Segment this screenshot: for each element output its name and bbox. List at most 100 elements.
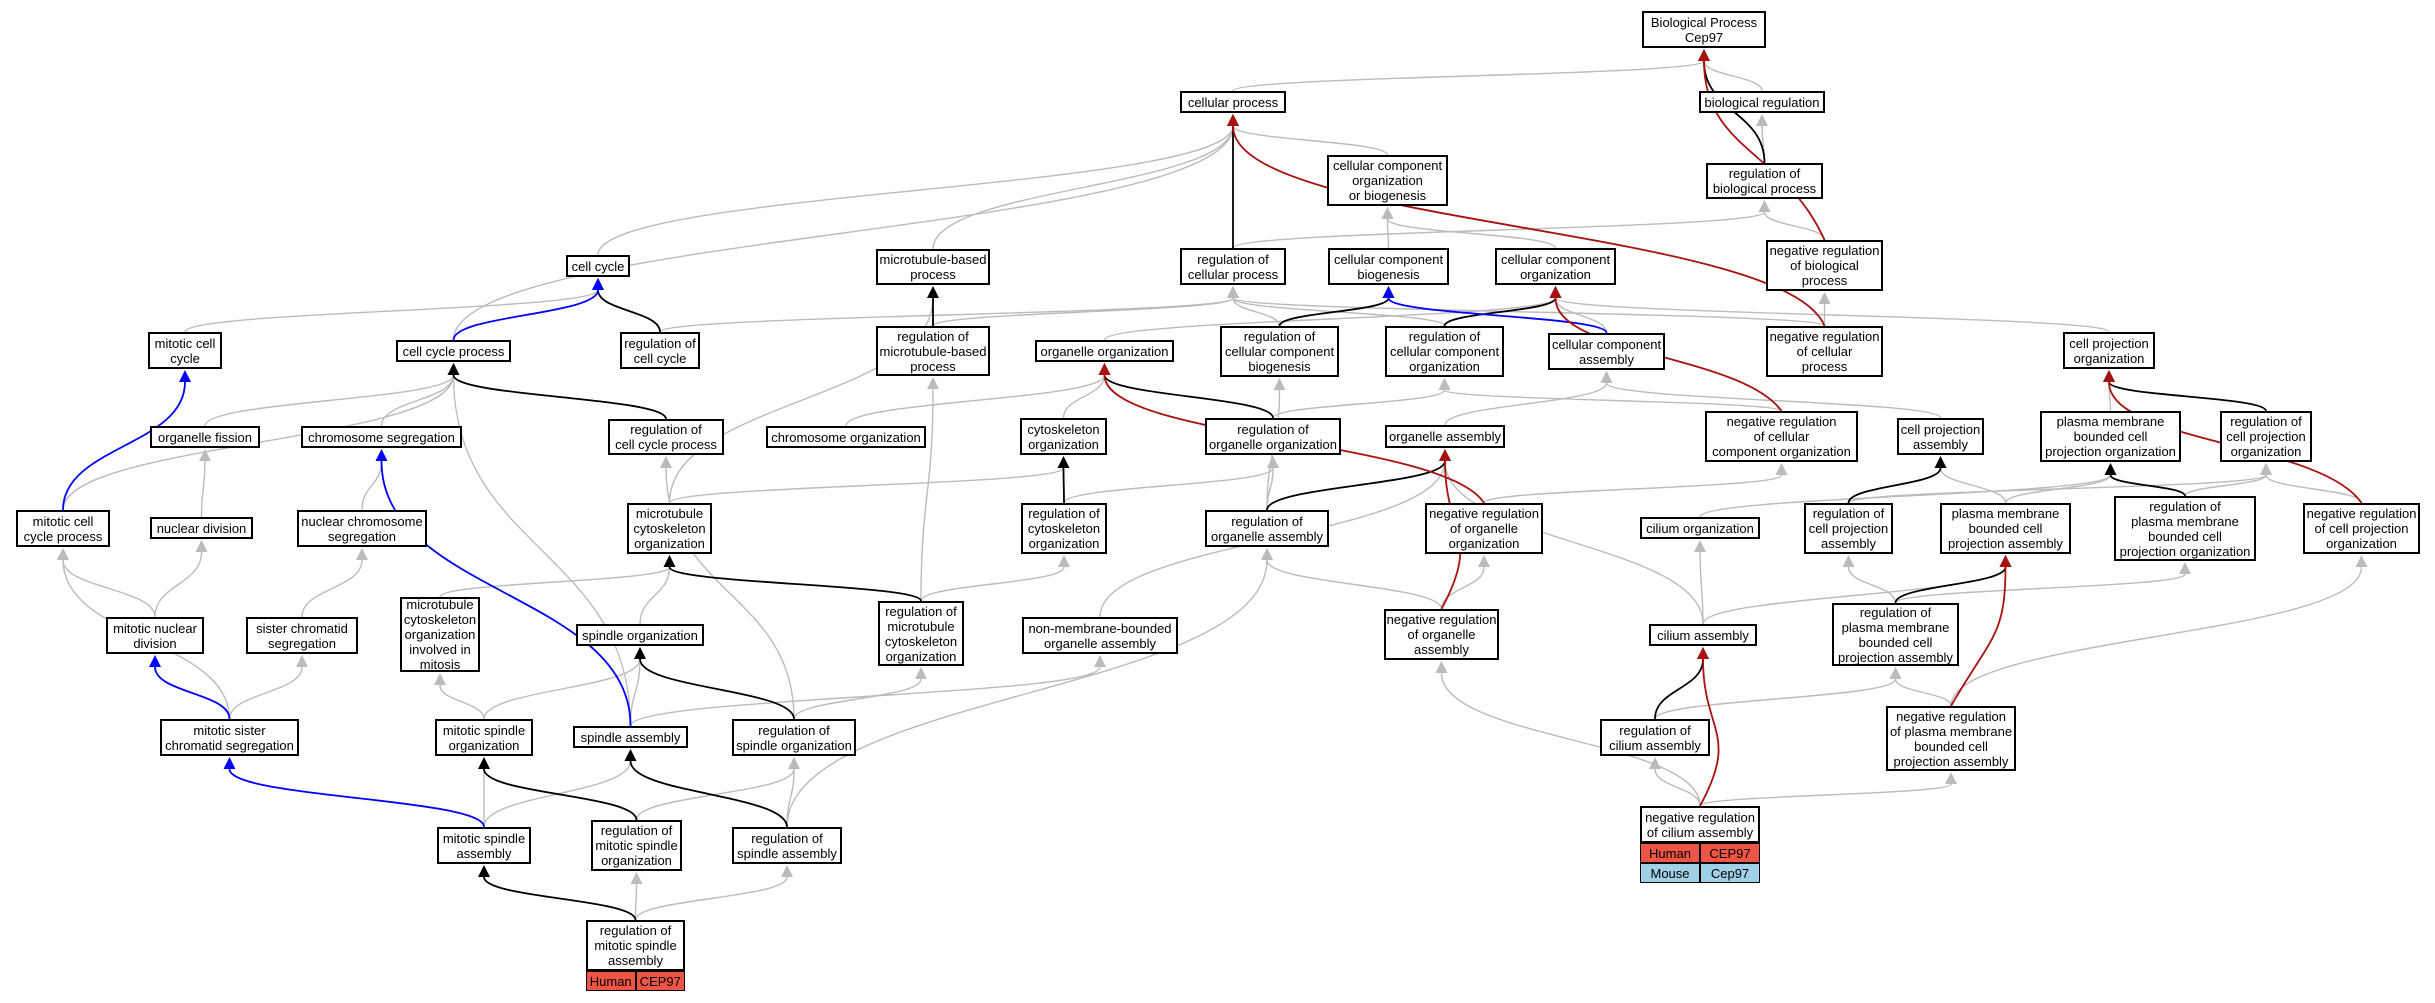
go-term-node-organelle-fission[interactable]: organelle fission (150, 426, 260, 448)
is-a-edge (1232, 211, 1766, 249)
go-term-node-neg-reg-bp[interactable]: negative regulation of biological proces… (1766, 240, 1883, 291)
edge-arrowhead (1756, 114, 1768, 126)
is-a-edge (1386, 218, 1390, 249)
regulates-edge (2109, 474, 2186, 497)
go-term-node-pm-cp-organization[interactable]: plasma membrane bounded cell projection … (2040, 411, 2181, 462)
edge-arrowhead (199, 449, 211, 461)
go-term-node-spindle-organization[interactable]: spindle organization (576, 624, 704, 646)
go-term-node-reg-spindle-assembly[interactable]: regulation of spindle assembly (732, 827, 842, 864)
is-a-edge (361, 460, 383, 511)
go-term-node-cell-cycle-process[interactable]: cell cycle process (396, 340, 511, 362)
part-of-edge (228, 768, 485, 828)
go-term-node-reg-cytoskeleton-organization[interactable]: regulation of cytoskeleton organization (1021, 503, 1107, 554)
go-term-node-reg-spindle-organization[interactable]: regulation of spindle organization (732, 719, 856, 756)
go-term-node-reg-pm-cp-organization[interactable]: regulation of plasma membrane bounded ce… (2114, 496, 2256, 561)
is-a-edge (1847, 566, 1897, 604)
go-term-node-cell-projection-organization[interactable]: cell projection organization (2063, 332, 2155, 369)
go-term-node-reg-cell-cycle[interactable]: regulation of cell cycle (620, 332, 700, 369)
edge-arrowhead (2260, 463, 2272, 475)
go-term-node-nmb-organelle-assembly[interactable]: non-membrane-bounded organelle assembly (1022, 617, 1178, 654)
edge-arrowhead (788, 757, 800, 769)
regulates-edge (483, 768, 638, 821)
edge-arrowhead (927, 286, 939, 298)
go-term-node-neg-reg-cp-organization[interactable]: negative regulation of cell projection o… (2303, 503, 2420, 554)
go-term-node-mt-cytoskeleton-organization[interactable]: microtubule cytoskeleton organization (627, 503, 712, 554)
go-term-node-sister-chromatid-segregation[interactable]: sister chromatid segregation (246, 617, 358, 654)
is-a-edge (380, 374, 455, 427)
go-term-node-cc-assembly[interactable]: cellular component assembly (1548, 333, 1665, 370)
go-term-node-reg-pm-cp-assembly[interactable]: regulation of plasma membrane bounded ce… (1832, 603, 1959, 666)
edge-arrowhead (2179, 562, 2191, 574)
edge-arrowhead (434, 673, 446, 685)
go-term-node-reg-mitotic-spindle-assembly[interactable]: regulation of mitotic spindle assembly (586, 920, 685, 971)
go-term-node-mitotic-sister-chromatid-segregation[interactable]: mitotic sister chromatid segregation (160, 719, 299, 756)
go-term-node-neg-reg-organelle-assembly[interactable]: negative regulation of organelle assembl… (1384, 609, 1499, 660)
go-term-node-cell-projection-assembly[interactable]: cell projection assembly (1897, 418, 1984, 455)
gene-symbol-label: CEP97 (1700, 843, 1760, 863)
go-term-node-cc-biogenesis[interactable]: cellular component biogenesis (1328, 248, 1449, 285)
go-term-node-nuclear-chromosome-segregation[interactable]: nuclear chromosome segregation (297, 510, 427, 547)
go-term-node-biological-regulation[interactable]: biological regulation (1699, 91, 1825, 113)
go-term-node-mt-cyto-org-mitosis[interactable]: microtubule cytoskeleton organization in… (400, 597, 480, 672)
is-a-edge (452, 125, 1234, 341)
edge-arrowhead (1478, 555, 1490, 567)
edge-arrowhead (1600, 371, 1613, 383)
is-a-edge (452, 374, 632, 727)
go-term-node-cellular-process[interactable]: cellular process (1180, 91, 1286, 113)
edge-arrowhead (1438, 378, 1451, 390)
edge-arrowhead (1261, 548, 1273, 560)
go-term-node-reg-cellular-process[interactable]: regulation of cellular process (1180, 248, 1286, 285)
edge-arrowhead (1273, 378, 1286, 390)
go-term-node-reg-cp-organization[interactable]: regulation of cell projection organizati… (2220, 411, 2312, 462)
go-term-node-ccob[interactable]: cellular component organization or bioge… (1327, 155, 1448, 206)
go-term-node-reg-cell-cycle-process[interactable]: regulation of cell cycle process (608, 419, 724, 455)
go-term-node-mitotic-cell-cycle[interactable]: mitotic cell cycle (148, 332, 222, 369)
go-term-node-neg-reg-organelle-organization[interactable]: negative regulation of organelle organiz… (1425, 503, 1543, 554)
go-term-node-neg-reg-pm-cp-assembly[interactable]: negative regulation of plasma membrane b… (1886, 706, 2016, 771)
regulates-edge (483, 876, 637, 921)
go-term-node-reg-organelle-assembly[interactable]: regulation of organelle assembly (1205, 510, 1329, 547)
edge-arrowhead (1889, 667, 1902, 679)
is-a-edge (62, 559, 156, 618)
go-term-node-chromosome-organization[interactable]: chromosome organization (766, 426, 926, 448)
go-term-node-bp[interactable]: Biological Process Cep97 (1642, 11, 1766, 48)
go-term-node-cilium-organization[interactable]: cilium organization (1640, 517, 1760, 539)
is-a-edge (1894, 678, 1952, 707)
go-term-node-chromosome-segregation[interactable]: chromosome segregation (301, 426, 462, 448)
go-term-node-pm-cp-assembly[interactable]: plasma membrane bounded cell projection … (1940, 503, 2071, 554)
go-term-node-cc-organization[interactable]: cellular component organization (1495, 248, 1616, 285)
go-term-node-mitotic-nuclear-division[interactable]: mitotic nuclear division (106, 617, 204, 654)
go-term-node-neg-reg-cilium-assembly[interactable]: negative regulation of cilium assembly (1640, 806, 1760, 843)
go-term-node-organelle-assembly[interactable]: organelle assembly (1385, 425, 1505, 448)
go-term-node-neg-reg-cellular-process[interactable]: negative regulation of cellular process (1766, 326, 1883, 377)
go-term-node-reg-mitotic-spindle-organization[interactable]: regulation of mitotic spindle organizati… (591, 820, 682, 871)
go-term-node-reg-mt-cytoskeleton-organization[interactable]: regulation of microtubule cytoskeleton o… (878, 601, 964, 666)
go-term-node-nuclear-division[interactable]: nuclear division (150, 517, 253, 539)
is-a-edge (1232, 297, 1826, 327)
regulates-edge (1654, 658, 1704, 720)
go-term-node-spindle-assembly[interactable]: spindle assembly (573, 726, 688, 748)
go-term-node-reg-cc-organization[interactable]: regulation of cellular component organiz… (1385, 326, 1504, 377)
go-term-node-reg-bp[interactable]: regulation of biological process (1706, 163, 1823, 199)
go-term-node-reg-cilium-assembly[interactable]: regulation of cilium assembly (1600, 719, 1710, 756)
go-term-node-mitotic-cell-cycle-process[interactable]: mitotic cell cycle process (16, 510, 110, 547)
go-term-node-mitotic-spindle-organization[interactable]: mitotic spindle organization (435, 719, 533, 756)
go-term-node-cell-cycle[interactable]: cell cycle (566, 255, 630, 277)
go-term-node-mt-based-process[interactable]: microtubule-based process (876, 249, 990, 285)
edge-arrowhead (356, 548, 368, 560)
go-term-node-cilium-assembly[interactable]: cilium assembly (1649, 624, 1757, 646)
is-a-edge (1554, 297, 1608, 334)
is-a-edge (597, 125, 1234, 256)
go-term-node-neg-reg-cc-organization[interactable]: negative regulation of cellular componen… (1705, 411, 1858, 462)
go-term-node-reg-organelle-organization[interactable]: regulation of organelle organization (1205, 418, 1341, 455)
go-term-node-reg-cp-assembly[interactable]: regulation of cell projection assembly (1804, 503, 1893, 554)
is-a-edge (1699, 783, 1952, 807)
go-term-node-reg-cc-biogenesis[interactable]: regulation of cellular component biogene… (1220, 326, 1339, 377)
go-term-node-organelle-organization[interactable]: organelle organization (1035, 340, 1174, 362)
negatively-regulates-edge (1232, 125, 1826, 327)
go-term-node-reg-mt-based-process[interactable]: regulation of microtubule-based process (876, 326, 990, 376)
go-term-node-mitotic-spindle-assembly[interactable]: mitotic spindle assembly (437, 827, 531, 864)
go-term-node-cytoskeleton-organization[interactable]: cytoskeleton organization (1020, 418, 1107, 455)
